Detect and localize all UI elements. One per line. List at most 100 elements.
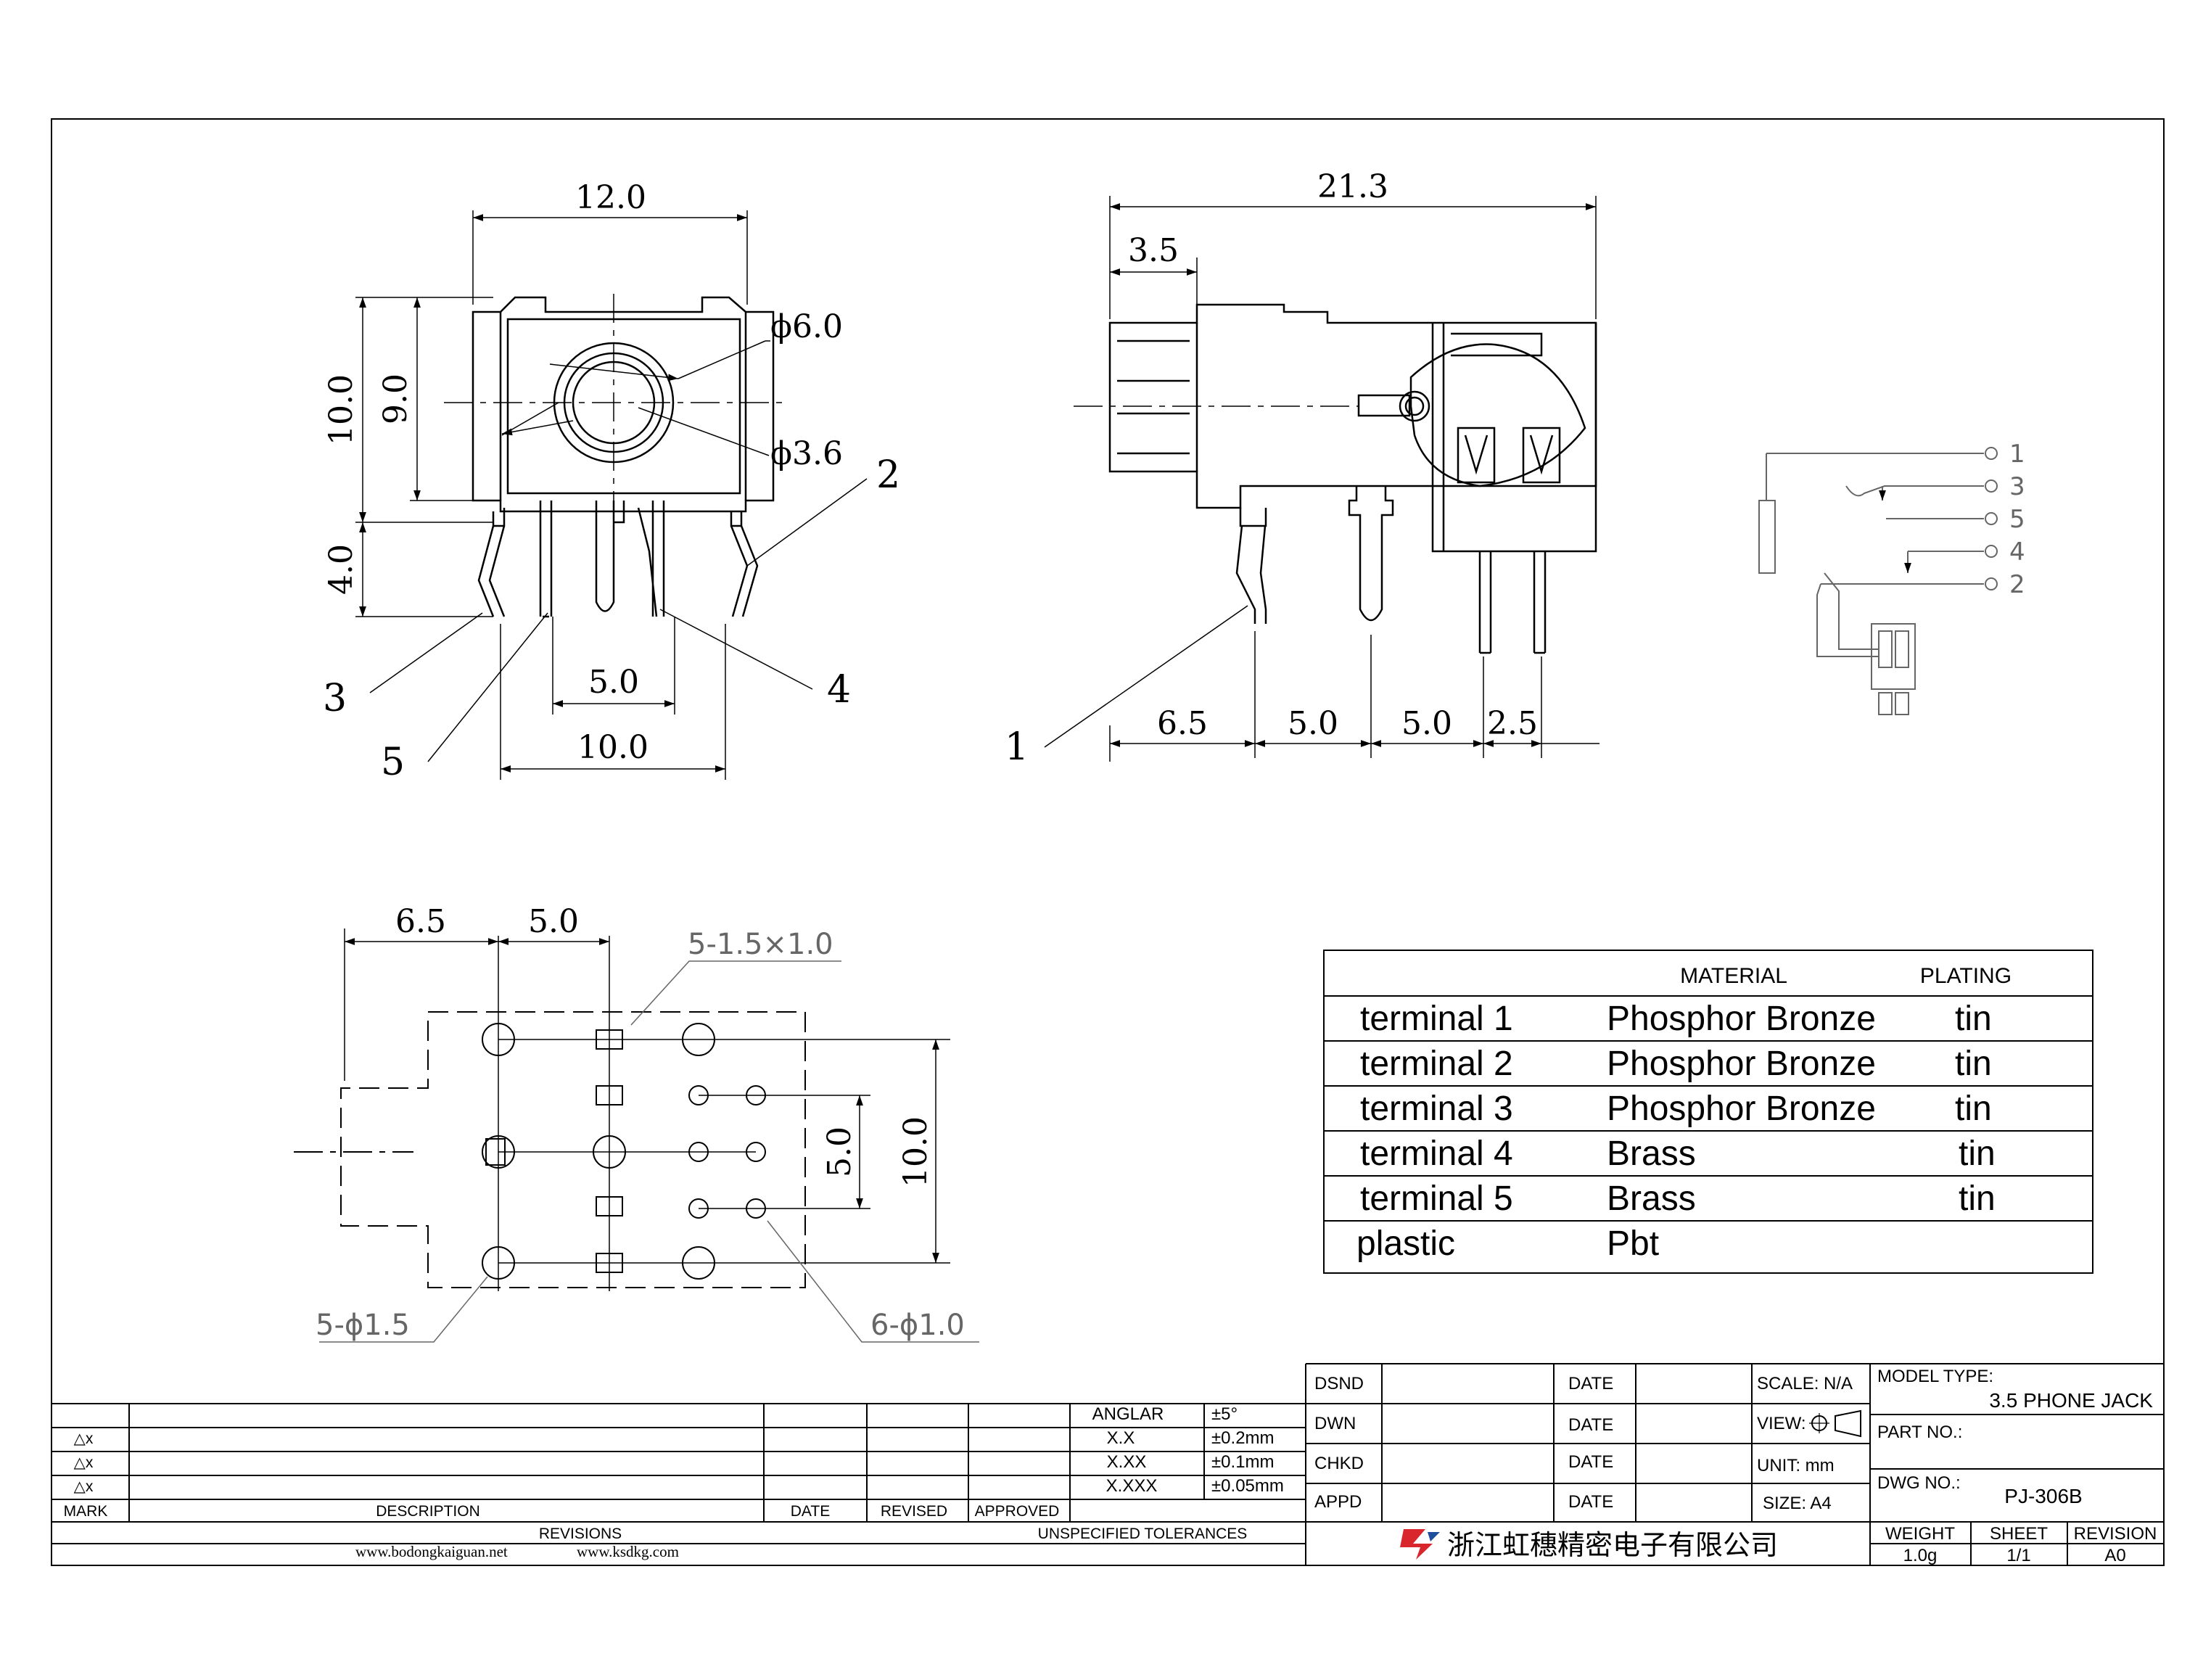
schematic-pin-3: 3 xyxy=(2009,472,2025,501)
pcb-dim-5-0: 5.0 xyxy=(528,903,579,940)
company-name: 浙江虹穗精密电子有限公司 xyxy=(1447,1529,1778,1561)
signoff-view: VIEW: xyxy=(1757,1414,1806,1433)
revisions-footer: REVISIONS xyxy=(539,1525,622,1542)
tol-value-angle: ±5° xyxy=(1211,1404,1238,1424)
description-header: DESCRIPTION xyxy=(376,1503,480,1520)
revision-label: REVISION xyxy=(2074,1524,2157,1544)
revision-mark-2: △x xyxy=(74,1454,94,1471)
front-height-outer-dim: 10.0 xyxy=(323,374,360,445)
front-view xyxy=(355,210,868,780)
approved-header: APPROVED xyxy=(975,1503,1060,1520)
side-nose-dim: 3.5 xyxy=(1128,232,1179,269)
side-dim-6-5: 6.5 xyxy=(1157,705,1208,742)
row-1-material: Phosphor Bronze xyxy=(1607,1000,1876,1038)
signoff-chkd-label: CHKD xyxy=(1314,1454,1364,1473)
row-3-part: terminal 3 xyxy=(1360,1090,1513,1128)
model-type-label: MODEL TYPE: xyxy=(1877,1367,1993,1386)
sheet-label: SHEET xyxy=(1990,1524,2048,1544)
company-logo xyxy=(1400,1529,1440,1560)
callout-3: 3 xyxy=(323,677,347,720)
schematic-pin-5: 5 xyxy=(2009,505,2025,534)
front-pin-length-dim: 4.0 xyxy=(323,544,360,595)
row-2-part: terminal 2 xyxy=(1360,1045,1513,1083)
revision-value: A0 xyxy=(2104,1546,2125,1565)
tolerances-footer: UNSPECIFIED TOLERANCES xyxy=(1038,1525,1248,1542)
website-2: www.ksdkg.com xyxy=(577,1543,679,1560)
row-6-part: plastic xyxy=(1356,1224,1455,1263)
model-type-value: 3.5 PHONE JACK xyxy=(1989,1389,2153,1412)
pcb-dim-6-5: 6.5 xyxy=(395,903,446,940)
side-dim-2-5: 2.5 xyxy=(1487,705,1538,742)
sheet-border xyxy=(51,118,2165,1566)
tol-label-x: X.X xyxy=(1107,1428,1135,1448)
front-pin-pitch-b-dim: 10.0 xyxy=(577,729,649,766)
signoff-dsnd-label: DSND xyxy=(1314,1374,1364,1393)
row-5-material: Brass xyxy=(1607,1179,1696,1218)
tol-label-xx: X.XX xyxy=(1107,1452,1147,1472)
front-width-dim: 12.0 xyxy=(575,179,646,216)
callout-1: 1 xyxy=(1005,725,1029,769)
mark-header: MARK xyxy=(64,1503,108,1520)
signoff-size: SIZE: A4 xyxy=(1763,1494,1832,1513)
sheet-value: 1/1 xyxy=(2006,1546,2030,1565)
signoff-dwn-label: DWN xyxy=(1314,1414,1356,1433)
row-5-plating: tin xyxy=(1959,1179,1996,1218)
row-1-plating: tin xyxy=(1955,1000,1992,1038)
logo-blue-mark xyxy=(1428,1532,1440,1541)
front-height-inner-dim: 9.0 xyxy=(377,374,414,424)
tol-label-xxx: X.XXX xyxy=(1106,1476,1158,1496)
tol-label-angle: ANGLAR xyxy=(1092,1404,1164,1424)
schematic-pin-1: 1 xyxy=(2009,440,2025,469)
material-table xyxy=(1323,950,2093,1274)
pcb-big-holes-note: 5-ϕ1.5 xyxy=(316,1309,410,1342)
pcb-layout xyxy=(294,928,979,1343)
weight-value: 1.0g xyxy=(1903,1546,1938,1565)
signoff-chkd-date: DATE xyxy=(1568,1452,1613,1472)
part-no-label: PART NO.: xyxy=(1877,1422,1962,1442)
tol-value-xxx: ±0.05mm xyxy=(1211,1476,1284,1496)
pcb-slots-note: 5-1.5×1.0 xyxy=(688,928,833,961)
row-2-plating: tin xyxy=(1955,1045,1992,1083)
front-pin-pitch-a-dim: 5.0 xyxy=(588,664,639,701)
side-view xyxy=(1044,196,1599,762)
weight-label: WEIGHT xyxy=(1885,1524,1955,1544)
schematic-pin-2: 2 xyxy=(2009,570,2025,599)
side-dim-5-0-a: 5.0 xyxy=(1288,705,1338,742)
revision-mark-1: △x xyxy=(74,1430,94,1447)
front-outer-diameter-dim: ϕ6.0 xyxy=(770,308,843,345)
signoff-dwn-date: DATE xyxy=(1568,1415,1613,1435)
signoff-scale: SCALE: N/A xyxy=(1757,1374,1853,1393)
signoff-appd-label: APPD xyxy=(1314,1492,1362,1512)
revision-mark-3: △x xyxy=(74,1478,94,1495)
revised-header: REVISED xyxy=(881,1503,947,1520)
pcb-pitch-large-dim: 10.0 xyxy=(897,1116,934,1187)
row-3-plating: tin xyxy=(1955,1090,1992,1128)
callout-5: 5 xyxy=(381,741,405,784)
website-1: www.bodongkaiguan.net xyxy=(355,1543,508,1560)
date-header: DATE xyxy=(791,1503,830,1520)
row-2-material: Phosphor Bronze xyxy=(1607,1045,1876,1083)
row-5-part: terminal 5 xyxy=(1360,1179,1513,1218)
material-header: MATERIAL xyxy=(1680,964,1787,988)
row-3-material: Phosphor Bronze xyxy=(1607,1090,1876,1128)
pcb-small-holes-note: 6-ϕ1.0 xyxy=(870,1309,965,1342)
dwg-no-value: PJ-306B xyxy=(2004,1485,2082,1507)
tol-value-x: ±0.2mm xyxy=(1211,1428,1275,1448)
title-block-lines xyxy=(52,1363,2164,1565)
plating-header: PLATING xyxy=(1920,964,2012,988)
signoff-appd-date: DATE xyxy=(1568,1492,1613,1512)
row-4-part: terminal 4 xyxy=(1360,1135,1513,1173)
pcb-pitch-small-dim: 5.0 xyxy=(821,1127,858,1177)
callout-2: 2 xyxy=(876,453,900,497)
callout-4: 4 xyxy=(827,668,851,712)
front-inner-diameter-dim: ϕ3.6 xyxy=(770,435,843,472)
signoff-dsnd-date: DATE xyxy=(1568,1374,1613,1393)
row-4-material: Brass xyxy=(1607,1135,1696,1173)
signoff-unit: UNIT: mm xyxy=(1757,1456,1835,1475)
schematic xyxy=(1758,447,1998,715)
side-dim-5-0-b: 5.0 xyxy=(1401,705,1452,742)
row-4-plating: tin xyxy=(1959,1135,1996,1173)
tol-value-xx: ±0.1mm xyxy=(1211,1452,1275,1472)
logo-red-mark xyxy=(1400,1529,1433,1560)
